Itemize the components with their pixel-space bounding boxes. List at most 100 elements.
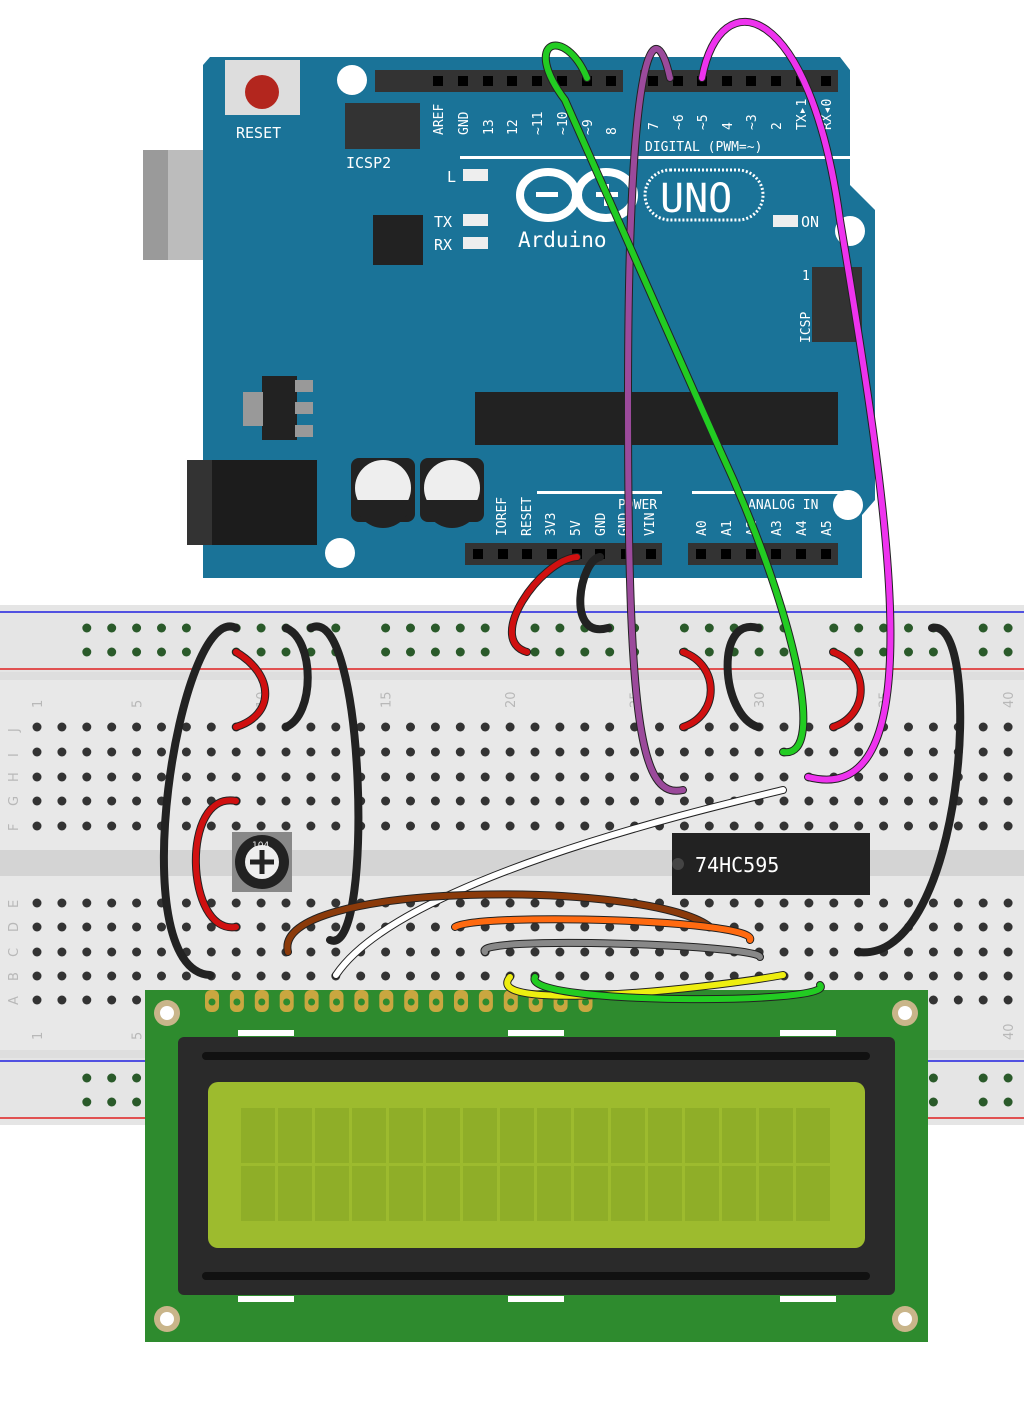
breadboard-hole[interactable]	[530, 722, 540, 732]
breadboard-hole[interactable]	[953, 898, 963, 908]
breadboard-hole[interactable]	[406, 747, 415, 757]
breadboard-hole[interactable]	[430, 922, 440, 932]
breadboard-hole[interactable]	[804, 947, 814, 957]
breadboard-hole[interactable]	[555, 747, 565, 757]
rail-hole[interactable]	[704, 647, 714, 657]
breadboard-hole[interactable]	[406, 772, 415, 782]
rail-hole[interactable]	[555, 647, 565, 657]
breadboard-hole[interactable]	[779, 772, 789, 782]
rail-hole[interactable]	[132, 623, 142, 633]
breadboard-hole[interactable]	[132, 821, 142, 831]
breadboard-hole[interactable]	[157, 747, 166, 757]
rail-hole[interactable]	[406, 623, 415, 633]
breadboard-hole[interactable]	[505, 722, 515, 732]
breadboard-hole[interactable]	[505, 898, 515, 908]
breadboard-hole[interactable]	[306, 947, 316, 957]
breadboard-hole[interactable]	[231, 947, 241, 957]
breadboard-hole[interactable]	[381, 772, 391, 782]
breadboard-hole[interactable]	[132, 898, 142, 908]
rail-hole[interactable]	[181, 623, 191, 633]
breadboard-hole[interactable]	[107, 722, 117, 732]
breadboard-hole[interactable]	[978, 971, 988, 981]
breadboard-hole[interactable]	[455, 821, 465, 831]
breadboard-hole[interactable]	[953, 922, 963, 932]
breadboard-hole[interactable]	[157, 971, 166, 981]
breadboard-hole[interactable]	[181, 821, 191, 831]
analog-pin[interactable]	[746, 549, 756, 559]
breadboard-hole[interactable]	[978, 747, 988, 757]
jumper-wire[interactable]	[233, 649, 269, 730]
breadboard-hole[interactable]	[231, 821, 241, 831]
breadboard-hole[interactable]	[82, 747, 92, 757]
jumper-wire[interactable]	[161, 623, 239, 978]
rail-hole[interactable]	[580, 647, 590, 657]
digital-pin[interactable]	[507, 76, 517, 86]
rail-hole[interactable]	[854, 623, 864, 633]
rail-hole[interactable]	[978, 1097, 988, 1107]
breadboard-hole[interactable]	[505, 947, 515, 957]
breadboard-hole[interactable]	[829, 947, 839, 957]
breadboard-hole[interactable]	[455, 796, 465, 806]
breadboard-hole[interactable]	[455, 898, 465, 908]
rail-hole[interactable]	[381, 647, 391, 657]
breadboard-hole[interactable]	[754, 821, 764, 831]
breadboard-hole[interactable]	[978, 796, 988, 806]
breadboard-hole[interactable]	[381, 722, 391, 732]
breadboard-hole[interactable]	[306, 971, 316, 981]
breadboard-hole[interactable]	[107, 947, 117, 957]
breadboard-hole[interactable]	[829, 747, 839, 757]
breadboard-hole[interactable]	[57, 821, 67, 831]
rail-hole[interactable]	[679, 623, 689, 633]
digital-pin[interactable]	[722, 76, 732, 86]
breadboard-hole[interactable]	[754, 898, 764, 908]
breadboard-hole[interactable]	[704, 722, 714, 732]
breadboard-hole[interactable]	[978, 947, 988, 957]
breadboard-hole[interactable]	[57, 947, 67, 957]
breadboard-hole[interactable]	[530, 922, 540, 932]
breadboard-hole[interactable]	[480, 772, 490, 782]
rail-hole[interactable]	[754, 647, 764, 657]
breadboard-hole[interactable]	[555, 796, 565, 806]
breadboard-hole[interactable]	[306, 747, 316, 757]
breadboard-hole[interactable]	[879, 898, 889, 908]
breadboard-hole[interactable]	[181, 898, 191, 908]
rail-hole[interactable]	[978, 623, 988, 633]
breadboard-hole[interactable]	[281, 898, 291, 908]
breadboard-hole[interactable]	[953, 995, 963, 1005]
breadboard-hole[interactable]	[953, 947, 963, 957]
digital-pin[interactable]	[771, 76, 781, 86]
breadboard-hole[interactable]	[953, 971, 963, 981]
jumper-wire[interactable]	[542, 42, 807, 756]
breadboard-hole[interactable]	[32, 922, 42, 932]
breadboard-hole[interactable]	[505, 821, 515, 831]
breadboard-hole[interactable]	[928, 971, 938, 981]
breadboard-hole[interactable]	[679, 821, 689, 831]
digital-pin[interactable]	[532, 76, 542, 86]
rail-hole[interactable]	[281, 647, 291, 657]
breadboard-hole[interactable]	[804, 747, 814, 757]
breadboard-hole[interactable]	[256, 821, 266, 831]
rail-hole[interactable]	[1003, 647, 1013, 657]
breadboard-hole[interactable]	[132, 722, 142, 732]
breadboard-hole[interactable]	[1003, 922, 1013, 932]
rail-hole[interactable]	[555, 623, 565, 633]
breadboard-hole[interactable]	[231, 898, 241, 908]
analog-pin[interactable]	[696, 549, 706, 559]
breadboard-hole[interactable]	[605, 722, 615, 732]
rail-hole[interactable]	[107, 1097, 117, 1107]
breadboard-hole[interactable]	[580, 796, 590, 806]
breadboard-hole[interactable]	[879, 971, 889, 981]
breadboard-hole[interactable]	[157, 722, 166, 732]
breadboard-hole[interactable]	[655, 947, 664, 957]
rail-hole[interactable]	[978, 647, 988, 657]
jumper-wire[interactable]	[481, 939, 763, 960]
breadboard-hole[interactable]	[530, 772, 540, 782]
breadboard-hole[interactable]	[978, 772, 988, 782]
breadboard-hole[interactable]	[978, 821, 988, 831]
breadboard-hole[interactable]	[879, 772, 889, 782]
rail-hole[interactable]	[381, 623, 391, 633]
breadboard-hole[interactable]	[928, 821, 938, 831]
breadboard-hole[interactable]	[430, 722, 440, 732]
breadboard-hole[interactable]	[779, 796, 789, 806]
digital-pin[interactable]	[673, 76, 683, 86]
